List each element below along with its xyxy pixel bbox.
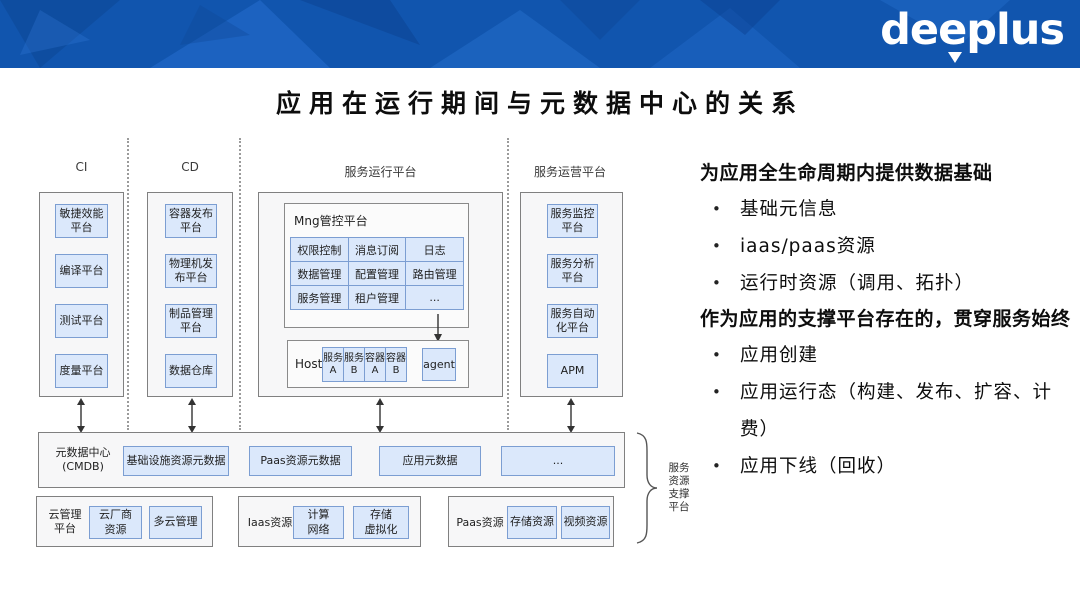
- mng-panel: Mng管控平台 权限控制 消息订阅 日志 数据管理 配置管理 路由管理 服务管理…: [284, 203, 469, 328]
- bullet-icon: •: [712, 237, 721, 255]
- logo-bubble-tail-icon: [948, 52, 962, 63]
- mng-cell: 路由管理: [406, 262, 463, 285]
- ops-panel: 服务监控 平台 服务分析 平台 服务自动 化平台 APM: [520, 192, 623, 397]
- paas-label: Paas资源: [456, 516, 504, 529]
- cd-box: 数据仓库: [165, 354, 217, 388]
- mng-cell: 租户管理: [348, 286, 406, 309]
- double-arrow-icon: [376, 398, 384, 433]
- note-bullet: • 应用下线（回收）: [700, 448, 1072, 485]
- mng-cell: 配置管理: [348, 262, 406, 285]
- note-bullet: • 运行时资源（调用、拓扑）: [700, 265, 1072, 302]
- curly-brace-icon: [636, 432, 658, 544]
- dotted-separator: [507, 138, 509, 430]
- column-header-runtime: 服务运行平台: [344, 165, 417, 179]
- runtime-panel: Mng管控平台 权限控制 消息订阅 日志 数据管理 配置管理 路由管理 服务管理…: [258, 192, 503, 397]
- bullet-icon: •: [712, 346, 721, 364]
- cloud-mgmt-box: 云厂商 资源: [89, 506, 142, 539]
- note-text: 应用下线（回收）: [740, 456, 897, 477]
- down-arrow-icon: [434, 314, 442, 342]
- ci-box: 敏捷效能 平台: [55, 204, 108, 238]
- host-title: Host: [295, 357, 323, 371]
- ops-box: 服务监控 平台: [547, 204, 598, 238]
- notes-heading: 为应用全生命周期内提供数据基础: [700, 162, 993, 184]
- iaas-box: 计算 网络: [293, 506, 344, 539]
- host-cell: 服务 A: [322, 347, 344, 382]
- cmdb-label: 元数据中心 (CMDB): [55, 446, 111, 474]
- notes-panel: 为应用全生命周期内提供数据基础 • 基础元信息 • iaas/paas资源 • …: [700, 156, 1072, 485]
- note-bullet: • 应用运行态（构建、发布、扩容、计费）: [700, 374, 1072, 448]
- mng-cell: ...: [406, 286, 463, 309]
- ci-box: 编译平台: [55, 254, 108, 288]
- ci-box: 测试平台: [55, 304, 108, 338]
- paas-box: 存储资源: [507, 506, 557, 539]
- ops-box: APM: [547, 354, 598, 388]
- cloud-mgmt-label: 云管理 平台: [48, 508, 82, 536]
- mng-cell: 数据管理: [291, 262, 348, 285]
- double-arrow-icon: [567, 398, 575, 433]
- note-bullet: • 基础元信息: [700, 191, 1072, 228]
- ops-box: 服务分析 平台: [547, 254, 598, 288]
- ci-panel: 敏捷效能 平台 编译平台 测试平台 度量平台: [39, 192, 124, 397]
- cmdb-box: 应用元数据: [379, 446, 481, 476]
- mng-cell: 日志: [406, 238, 463, 261]
- mng-cell: 消息订阅: [348, 238, 406, 261]
- notes-heading: 作为应用的支撑平台存在的，贯穿服务始终: [700, 308, 1071, 330]
- mng-title: Mng管控平台: [294, 214, 368, 228]
- header-banner: deeplus: [0, 0, 1080, 68]
- bullet-icon: •: [712, 200, 721, 218]
- host-panel: Host 服务 A 服务 B 容器 A 容器 B agent: [287, 340, 469, 388]
- bullet-icon: •: [712, 457, 721, 475]
- note-text: 应用创建: [740, 345, 819, 366]
- dotted-separator: [239, 138, 241, 430]
- host-cell: 容器 B: [385, 347, 407, 382]
- cd-box: 制品管理 平台: [165, 304, 217, 338]
- cd-box: 容器发布 平台: [165, 204, 217, 238]
- column-header-ops: 服务运营平台: [533, 165, 606, 179]
- note-text: 应用运行态（构建、发布、扩容、计费）: [740, 382, 1053, 440]
- cmdb-box: ...: [501, 446, 615, 476]
- bullet-icon: •: [712, 274, 721, 292]
- bullet-icon: •: [712, 383, 721, 401]
- brace-label: 服务 资源 支撑 平台: [668, 462, 690, 513]
- header-geometric-pattern: [0, 0, 1010, 68]
- ci-box: 度量平台: [55, 354, 108, 388]
- mng-cell: 服务管理: [291, 286, 348, 309]
- note-bullet: • iaas/paas资源: [700, 228, 1072, 265]
- paas-panel: Paas资源 存储资源 视频资源: [448, 496, 614, 547]
- iaas-label: Iaas资源: [247, 516, 293, 529]
- page-title: 应用在运行期间与元数据中心的关系: [275, 89, 804, 118]
- cmdb-box: Paas资源元数据: [249, 446, 352, 476]
- mng-grid: 权限控制 消息订阅 日志 数据管理 配置管理 路由管理 服务管理 租户管理 ..…: [290, 237, 464, 310]
- dotted-separator: [127, 138, 129, 430]
- cmdb-box: 基础设施资源元数据: [123, 446, 229, 476]
- note-text: 运行时资源（调用、拓扑）: [740, 273, 975, 294]
- host-cell: 容器 A: [364, 347, 386, 382]
- column-header-cd: CD: [181, 160, 199, 174]
- cloud-mgmt-box: 多云管理: [149, 506, 202, 539]
- note-bullet: • 应用创建: [700, 337, 1072, 374]
- ops-box: 服务自动 化平台: [547, 304, 598, 338]
- agent-box: agent: [422, 348, 456, 381]
- note-text: iaas/paas资源: [740, 236, 876, 257]
- host-cell: 服务 B: [343, 347, 365, 382]
- paas-box: 视频资源: [561, 506, 610, 539]
- cd-box: 物理机发 布平台: [165, 254, 217, 288]
- double-arrow-icon: [188, 398, 196, 433]
- column-header-ci: CI: [75, 160, 88, 174]
- deeplus-logo: deeplus: [880, 5, 1065, 55]
- cloud-mgmt-panel: 云管理 平台 云厂商 资源 多云管理: [36, 496, 213, 547]
- cd-panel: 容器发布 平台 物理机发 布平台 制品管理 平台 数据仓库: [147, 192, 233, 397]
- mng-cell: 权限控制: [291, 238, 348, 261]
- iaas-box: 存储 虚拟化: [353, 506, 409, 539]
- cmdb-panel: 元数据中心 (CMDB) 基础设施资源元数据 Paas资源元数据 应用元数据 .…: [38, 432, 625, 488]
- double-arrow-icon: [77, 398, 85, 433]
- iaas-panel: Iaas资源 计算 网络 存储 虚拟化: [238, 496, 421, 547]
- note-text: 基础元信息: [740, 199, 838, 220]
